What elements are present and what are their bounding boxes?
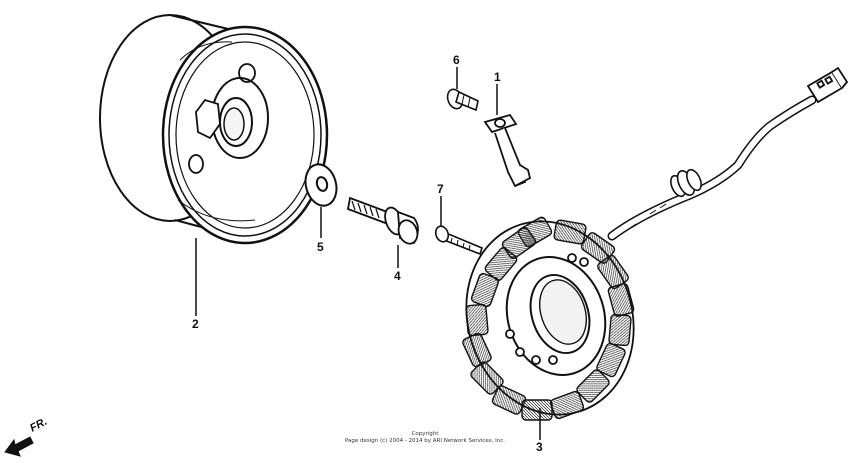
copyright-notice: Copyright Page design (c) 2004 - 2014 by… xyxy=(300,431,550,445)
callout-2: 2 xyxy=(192,317,199,331)
flange-bolt xyxy=(346,196,419,245)
harness-connector xyxy=(806,66,849,104)
callout-3: 3 xyxy=(536,440,543,454)
callout-5: 5 xyxy=(317,240,324,254)
screw xyxy=(446,88,479,112)
copyright-line-1: Copyright xyxy=(411,431,439,437)
wire-clamp xyxy=(483,113,532,188)
callout-6: 6 xyxy=(453,53,460,67)
flywheel xyxy=(99,14,329,245)
grommet xyxy=(670,168,702,198)
stator xyxy=(462,216,635,421)
copyright-line-2: Page design (c) 2004 - 2014 by ARI Netwo… xyxy=(344,438,506,444)
front-direction-arrow-icon xyxy=(4,436,34,457)
stator-bolt xyxy=(434,225,483,256)
callout-1: 1 xyxy=(494,70,501,84)
callout-4: 4 xyxy=(394,269,401,283)
wiring-harness xyxy=(607,95,817,241)
washer xyxy=(304,163,338,207)
callout-7: 7 xyxy=(437,182,444,196)
